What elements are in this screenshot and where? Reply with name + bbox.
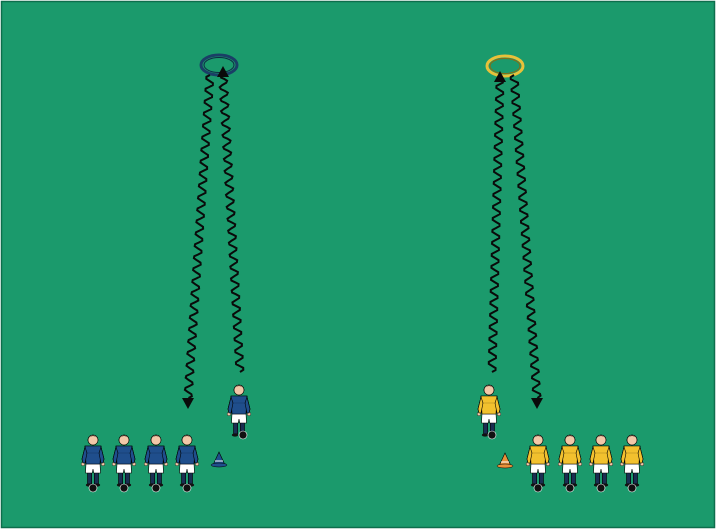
ball-icon [152, 484, 160, 492]
jersey [593, 446, 609, 464]
ball-icon [534, 484, 542, 492]
ball-icon [183, 484, 191, 492]
jersey [148, 446, 164, 464]
jersey [481, 396, 497, 414]
jersey [562, 446, 578, 464]
ball-icon [488, 431, 496, 439]
ball-icon [120, 484, 128, 492]
jersey [624, 446, 640, 464]
ball-icon [566, 484, 574, 492]
jersey [530, 446, 546, 464]
ball-icon [628, 484, 636, 492]
ball-icon [239, 431, 247, 439]
ball-icon [89, 484, 97, 492]
jersey [231, 396, 247, 414]
jersey [116, 446, 132, 464]
jersey [179, 446, 195, 464]
ball-icon [597, 484, 605, 492]
jersey [85, 446, 101, 464]
